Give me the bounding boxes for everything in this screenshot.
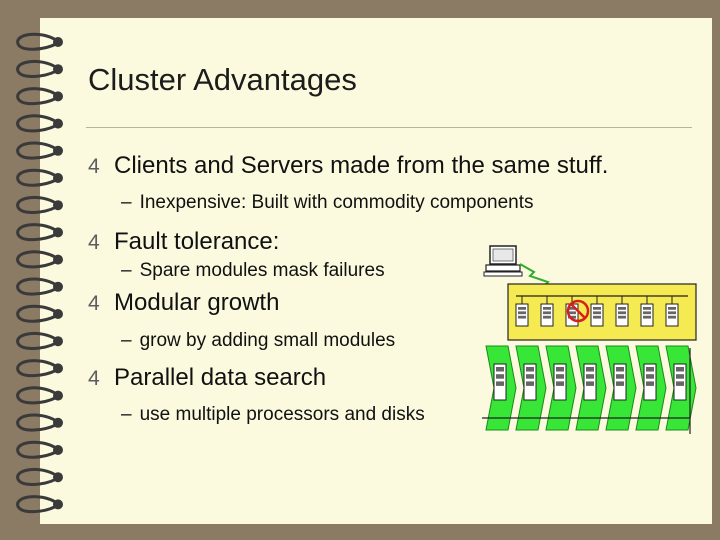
binding-ring-icon <box>16 59 63 78</box>
sub-bullet-inexpensive: –Inexpensive: Built with commodity compo… <box>121 192 534 214</box>
binding-ring-icon <box>16 467 63 486</box>
cluster-diagram <box>482 245 697 434</box>
pen-bullet-icon: 4 <box>88 155 100 178</box>
bullet-clients-servers: 4 Clients and Servers made from the same … <box>88 152 608 180</box>
sub-bullet-text: Inexpensive: Built with commodity compon… <box>139 192 534 213</box>
spiral-binding <box>16 32 63 514</box>
slide-title: Cluster Advantages <box>88 62 357 97</box>
binding-ring-icon <box>16 304 63 323</box>
server-icon <box>643 363 657 401</box>
server-icon <box>515 303 529 327</box>
dash-marker: – <box>121 260 132 281</box>
binding-ring-icon <box>16 440 63 459</box>
server-icon <box>540 303 554 327</box>
sub-bullet-text: Spare modules mask failures <box>139 260 385 281</box>
server-icon <box>553 363 567 401</box>
dash-marker: – <box>121 330 132 351</box>
server-icon <box>590 303 604 327</box>
binding-ring-icon <box>16 195 63 214</box>
sub-bullet-multiple-processors: –use multiple processors and disks <box>121 404 425 426</box>
bullet-text: Fault tolerance: <box>114 228 280 255</box>
title-divider <box>86 127 692 128</box>
server-icon <box>665 303 679 327</box>
bullet-fault-tolerance: 4 Fault tolerance: <box>88 228 279 256</box>
bullet-parallel-search: 4 Parallel data search <box>88 364 326 392</box>
bullet-text: Modular growth <box>114 289 280 316</box>
failed-node-icon <box>566 299 590 323</box>
server-icon <box>613 363 627 401</box>
server-icon <box>615 303 629 327</box>
binding-ring-icon <box>16 87 63 106</box>
pen-bullet-icon: 4 <box>88 231 100 254</box>
server-icon <box>640 303 654 327</box>
cluster-box <box>507 283 697 341</box>
bullet-text: Parallel data search <box>114 364 327 391</box>
binding-ring-icon <box>16 495 63 514</box>
sub-bullet-spare-modules: –Spare modules mask failures <box>121 260 385 282</box>
binding-ring-icon <box>16 223 63 242</box>
binding-ring-icon <box>16 168 63 187</box>
binding-ring-icon <box>16 386 63 405</box>
binding-ring-icon <box>16 331 63 350</box>
pen-bullet-icon: 4 <box>88 292 100 315</box>
binding-ring-icon <box>16 141 63 160</box>
server-icon <box>523 363 537 401</box>
sub-bullet-text: use multiple processors and disks <box>139 404 425 425</box>
sub-bullet-grow: –grow by adding small modules <box>121 330 395 352</box>
dash-marker: – <box>121 192 132 213</box>
slide-page <box>40 18 712 524</box>
server-icon <box>583 363 597 401</box>
binding-ring-icon <box>16 413 63 432</box>
binding-ring-icon <box>16 114 63 133</box>
bullet-text: Clients and Servers made from the same s… <box>114 152 609 179</box>
binding-ring-icon <box>16 277 63 296</box>
server-icon <box>673 363 687 401</box>
growth-arrows <box>485 345 697 431</box>
client-computer-icon <box>483 245 523 277</box>
binding-ring-icon <box>16 32 63 51</box>
pen-bullet-icon: 4 <box>88 367 100 390</box>
dash-marker: – <box>121 404 132 425</box>
server-icon <box>493 363 507 401</box>
sub-bullet-text: grow by adding small modules <box>139 330 396 351</box>
bullet-modular-growth: 4 Modular growth <box>88 289 279 317</box>
binding-ring-icon <box>16 359 63 378</box>
binding-ring-icon <box>16 250 63 269</box>
